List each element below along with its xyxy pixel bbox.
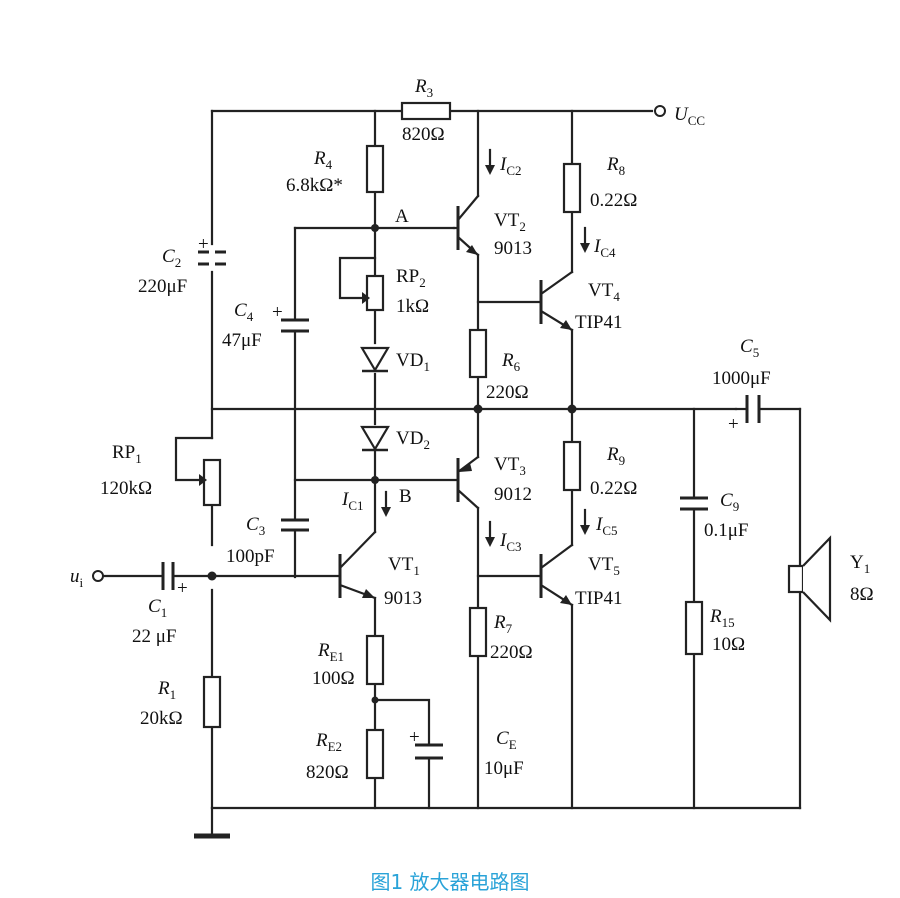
c2-name: C2 (162, 246, 181, 270)
transistor-vt2 (452, 194, 480, 257)
c1-name: C1 (148, 596, 167, 620)
rp1-name: RP1 (112, 442, 142, 466)
supply-label: UCC (674, 104, 705, 128)
c5-value: 1000μF (712, 368, 771, 389)
input-terminal (92, 570, 104, 582)
re1-value: 100Ω (312, 668, 355, 689)
c4-value: 47μF (222, 330, 262, 351)
vt1-value: 9013 (384, 588, 422, 609)
resistor-re2 (365, 728, 385, 780)
diodes (360, 346, 390, 452)
c9-name: C9 (720, 490, 739, 514)
vt5-name: VT5 (588, 554, 620, 578)
labels: UCC ui R3 820Ω R4 6.8kΩ* A VT2 9013 IC2 … (70, 76, 874, 783)
svg-text:+: + (177, 578, 188, 599)
r15-value: 10Ω (712, 634, 745, 655)
r3-value: 820Ω (402, 124, 445, 145)
transistor-vt3 (456, 455, 480, 510)
vt4-value: TIP41 (575, 312, 623, 333)
r1-name: R1 (157, 678, 176, 702)
diode-vd2 (360, 425, 390, 452)
diode-vd1 (360, 346, 390, 373)
figure-caption: 图1 放大器电路图 (370, 870, 530, 894)
node-a-label: A (395, 206, 409, 227)
speaker-icon (787, 535, 832, 623)
ic2-label: IC2 (499, 154, 522, 178)
junction-dots (207, 224, 577, 704)
ce-value: 10μF (484, 758, 524, 779)
resistors (199, 101, 704, 780)
ic1-label: IC1 (341, 489, 364, 513)
r6-name: R6 (501, 350, 521, 374)
ce-name: CE (496, 728, 517, 752)
vd2-name: VD2 (396, 428, 430, 452)
resistor-r4 (365, 144, 385, 194)
transistor-vt1 (338, 530, 377, 600)
transistor-vt5 (539, 543, 574, 607)
transistors (338, 194, 574, 607)
c1-value: 22 μF (132, 626, 177, 647)
potentiometer-rp2 (365, 274, 385, 312)
r7-value: 220Ω (490, 642, 533, 663)
vt2-name: VT2 (494, 210, 526, 234)
current-arrows (381, 148, 590, 547)
c3-name: C3 (246, 514, 265, 538)
r7-name: R7 (493, 612, 513, 636)
svg-text:+: + (272, 302, 283, 323)
wires (102, 109, 802, 837)
r9-value: 0.22Ω (590, 478, 637, 499)
r8-value: 0.22Ω (590, 190, 637, 211)
rp2-name: RP2 (396, 266, 426, 290)
vt3-value: 9012 (494, 484, 532, 505)
c9-value: 0.1μF (704, 520, 749, 541)
resistor-r6 (468, 328, 488, 379)
rp2-value: 1kΩ (396, 296, 429, 317)
polarity-marks: + + + + + (177, 234, 739, 748)
ic5-label: IC5 (595, 514, 618, 538)
potentiometer-rp1 (202, 458, 222, 507)
supply-terminal (654, 105, 666, 117)
capacitors (161, 249, 761, 760)
c4-name: C4 (234, 300, 254, 324)
svg-text:+: + (728, 414, 739, 435)
rp1-value: 120kΩ (100, 478, 152, 499)
r4-value: 6.8kΩ* (286, 175, 343, 196)
ic3-label: IC3 (499, 530, 522, 554)
resistor-r1 (202, 675, 222, 729)
resistor-r9 (562, 440, 582, 492)
vt4-name: VT4 (588, 280, 620, 304)
transistor-vt4 (539, 270, 574, 332)
svg-text:+: + (409, 727, 420, 748)
svg-text:+: + (198, 234, 209, 255)
vt2-value: 9013 (494, 238, 532, 259)
input-label: ui (70, 566, 84, 590)
y1-value: 8Ω (850, 584, 874, 605)
re2-value: 820Ω (306, 762, 349, 783)
r4-name: R4 (313, 148, 333, 172)
r6-value: 220Ω (486, 382, 529, 403)
r3-name: R3 (414, 76, 433, 100)
r9-name: R9 (606, 444, 625, 468)
r15-name: R15 (709, 606, 735, 630)
c3-value: 100pF (226, 546, 275, 567)
re2-name: RE2 (315, 730, 342, 754)
resistor-r7 (468, 606, 488, 658)
vt5-value: TIP41 (575, 588, 623, 609)
c2-value: 220μF (138, 276, 187, 297)
node-b-label: B (399, 486, 412, 507)
vt1-name: VT1 (388, 554, 420, 578)
r8-name: R8 (606, 154, 625, 178)
resistor-re1 (365, 634, 385, 686)
y1-name: Y1 (850, 552, 870, 576)
resistor-r15 (684, 600, 704, 656)
vd1-name: VD1 (396, 350, 430, 374)
re1-name: RE1 (317, 640, 344, 664)
r1-value: 20kΩ (140, 708, 183, 729)
resistor-r3 (400, 101, 452, 121)
resistor-r8 (562, 162, 582, 214)
ic4-label: IC4 (593, 236, 616, 260)
vt3-name: VT3 (494, 454, 526, 478)
c5-name: C5 (740, 336, 759, 360)
